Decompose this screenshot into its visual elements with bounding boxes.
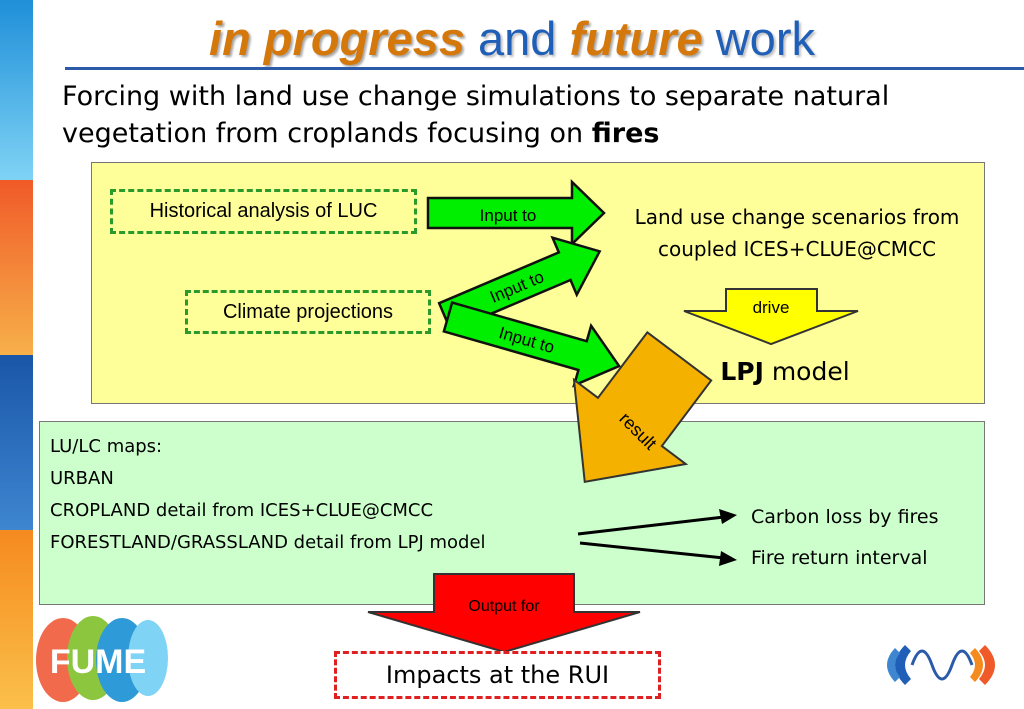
title-and: and: [478, 12, 557, 65]
title-in-progress: in progress: [209, 12, 465, 65]
fume-logo-text: FUME: [50, 643, 146, 681]
carbon-loss-label: Carbon loss by fires: [751, 506, 939, 528]
title-work: work: [715, 12, 815, 65]
impacts-box: Impacts at the RUI: [334, 651, 661, 699]
impacts-label: Impacts at the RUI: [385, 661, 610, 689]
input-arrow-3: [442, 301, 622, 388]
input-arrow-1-label: Input to: [480, 206, 537, 225]
drive-arrow: [683, 288, 859, 346]
subtitle-text: Forcing with land use change simulations…: [62, 81, 890, 149]
title-future: future: [569, 12, 703, 65]
scenarios-text: Land use change scenarios from coupled I…: [612, 201, 982, 265]
lpj-bold: LPJ: [720, 357, 764, 386]
scenarios-line-1: Land use change scenarios from: [634, 205, 960, 229]
drive-label: drive: [753, 298, 790, 317]
list-item: LU/LC maps:: [50, 436, 163, 457]
fume-logo: FUME: [36, 616, 168, 702]
sidebar-decoration: [0, 0, 33, 709]
list-item: URBAN: [50, 468, 114, 489]
carbon-loss-connector: [577, 515, 725, 536]
lpj-model-label: LPJ model: [690, 355, 880, 389]
title-underline: [65, 67, 1024, 70]
climate-projections-box: Climate projections: [185, 290, 431, 334]
lpj-rest: model: [763, 357, 850, 386]
list-item: CROPLAND detail from ICES+CLUE@CMCC: [50, 500, 434, 521]
list-item: FORESTLAND/GRASSLAND detail from LPJ mod…: [50, 532, 486, 553]
fire-return-label: Fire return interval: [751, 547, 928, 569]
wave-logo: [887, 645, 995, 685]
historical-analysis-label: Historical analysis of LUC: [149, 200, 378, 222]
input-arrow-1: [426, 179, 606, 247]
subtitle: Forcing with land use change simulations…: [62, 78, 1002, 152]
fire-return-arrowhead: [719, 551, 737, 566]
result-arrow: [572, 330, 713, 483]
output-for-label: Output for: [468, 598, 540, 615]
historical-analysis-box: Historical analysis of LUC: [110, 189, 417, 234]
climate-projections-label: Climate projections: [222, 301, 394, 323]
fire-return-connector: [579, 541, 725, 560]
carbon-loss-arrowhead: [719, 509, 737, 524]
page-title: in progress and future work: [0, 10, 1024, 68]
scenarios-line-2: coupled ICES+CLUE@CMCC: [657, 237, 936, 261]
subtitle-bold: fires: [591, 118, 660, 149]
output-arrow: [367, 573, 641, 654]
lu-lc-maps-list: LU/LC maps: URBAN CROPLAND detail from I…: [50, 431, 486, 559]
